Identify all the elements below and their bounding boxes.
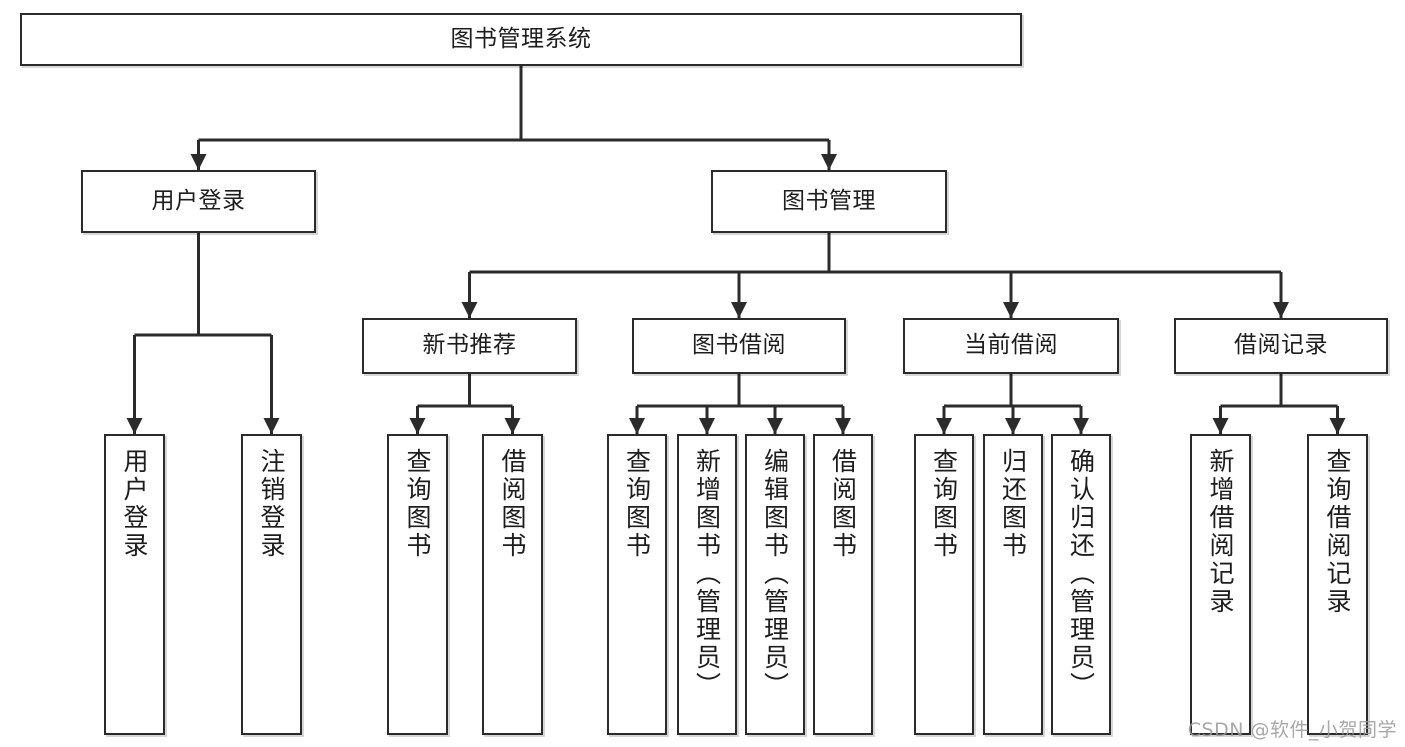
node-label: 用户登录 — [151, 187, 246, 214]
node-label: 当前借阅 — [964, 332, 1058, 359]
arrowhead-book-manage — [821, 154, 837, 170]
arrowhead-user-login — [190, 154, 207, 170]
node-label: 图书管理 — [782, 187, 876, 214]
arrowhead-leaf-add-book — [699, 418, 715, 434]
node-leaf-borrow-1[interactable]: 借阅图书 — [482, 434, 543, 735]
arrowhead-leaf-edit-book — [767, 418, 783, 434]
arrowhead-leaf-query-1 — [409, 418, 426, 434]
node-leaf-return[interactable]: 归还图书 — [983, 434, 1043, 735]
node-book-borrow[interactable]: 图书借阅 — [632, 318, 846, 374]
node-label: 注销登录 — [257, 448, 286, 560]
arrowhead-leaf-logout — [263, 418, 280, 434]
node-label: 图书借阅 — [692, 332, 786, 359]
arrowhead-borrow-record — [1273, 302, 1289, 318]
node-new-book-rec[interactable]: 新书推荐 — [362, 318, 577, 374]
node-label: 归还图书 — [998, 448, 1028, 560]
node-leaf-query-3[interactable]: 查询图书 — [914, 434, 974, 735]
node-label: 新书推荐 — [422, 332, 517, 359]
arrowhead-leaf-query-2 — [629, 418, 645, 434]
node-leaf-query-1[interactable]: 查询图书 — [387, 434, 448, 735]
arrowhead-leaf-query-3 — [936, 418, 952, 434]
node-leaf-logout[interactable]: 注销登录 — [241, 434, 302, 735]
node-leaf-add-book[interactable]: 新增图书（管理员） — [677, 434, 737, 735]
node-leaf-edit-book[interactable]: 编辑图书（管理员） — [745, 434, 805, 735]
arrowhead-book-borrow — [731, 302, 747, 318]
node-label: 确认归还（管理员） — [1066, 448, 1096, 700]
node-book-manage[interactable]: 图书管理 — [711, 170, 947, 233]
node-leaf-borrow-2[interactable]: 借阅图书 — [813, 434, 873, 735]
node-label: 图书管理系统 — [450, 25, 592, 52]
node-label: 编辑图书（管理员） — [760, 448, 790, 700]
node-label: 查询借阅记录 — [1323, 448, 1352, 616]
node-label: 用户登录 — [120, 448, 149, 560]
arrowhead-leaf-user-login — [126, 418, 143, 434]
node-leaf-query-2[interactable]: 查询图书 — [607, 434, 667, 735]
arrowhead-leaf-borrow-2 — [835, 418, 851, 434]
node-label: 查询图书 — [403, 448, 432, 560]
node-label: 新增借阅记录 — [1206, 448, 1235, 616]
node-label: 借阅图书 — [828, 448, 858, 560]
node-leaf-user-login[interactable]: 用户登录 — [104, 434, 165, 735]
node-label: 新增图书（管理员） — [692, 448, 722, 700]
arrowhead-leaf-add-rec — [1212, 418, 1229, 434]
arrowhead-leaf-return — [1005, 418, 1021, 434]
node-leaf-confirm[interactable]: 确认归还（管理员） — [1051, 434, 1111, 735]
node-label: 查询图书 — [929, 448, 959, 560]
node-label: 查询图书 — [622, 448, 652, 560]
arrowhead-leaf-confirm — [1073, 418, 1089, 434]
node-current-borrow[interactable]: 当前借阅 — [903, 318, 1119, 374]
node-leaf-query-rec[interactable]: 查询借阅记录 — [1307, 434, 1368, 735]
node-label: 借阅记录 — [1234, 332, 1328, 359]
arrowhead-leaf-query-rec — [1329, 418, 1346, 434]
arrowhead-new-book-rec — [461, 302, 478, 318]
node-leaf-add-rec[interactable]: 新增借阅记录 — [1190, 434, 1251, 735]
node-borrow-record[interactable]: 借阅记录 — [1174, 318, 1388, 374]
node-user-login[interactable]: 用户登录 — [81, 170, 316, 233]
arrowhead-leaf-borrow-1 — [504, 418, 521, 434]
node-label: 借阅图书 — [498, 448, 527, 560]
node-root[interactable]: 图书管理系统 — [20, 13, 1022, 66]
arrowhead-current-borrow — [1003, 302, 1019, 318]
